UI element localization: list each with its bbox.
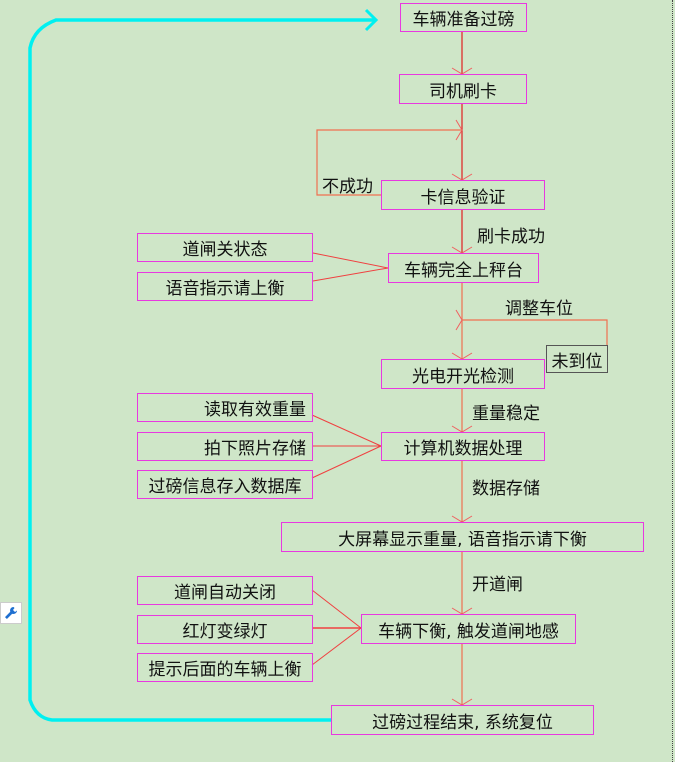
step-photoelectric-check: 光电开光检测 (381, 359, 545, 389)
step-vehicle-leave: 车辆下衡, 触发道闸地感 (361, 614, 576, 644)
step-driver-swipe-card: 司机刷卡 (399, 74, 527, 104)
label-fail: 不成功 (322, 177, 373, 197)
page-edge-divider (672, 0, 673, 762)
side-read-weight: 读取有效重量 (137, 393, 313, 422)
wrench-icon[interactable] (0, 602, 22, 624)
side-red-to-green: 红灯变绿灯 (137, 615, 313, 644)
adjust-loop (462, 319, 608, 345)
step-computer-processing: 计算机数据处理 (381, 432, 545, 461)
label-not-in-place: 未到位 (546, 345, 608, 373)
label-weight-stable: 重量稳定 (472, 404, 540, 424)
step-vehicle-on-scale: 车辆完全上秤台 (388, 253, 539, 283)
side-connectors (311, 252, 389, 666)
side-save-database: 过磅信息存入数据库 (137, 470, 313, 499)
side-gate-closed: 道闸关状态 (137, 233, 313, 262)
side-take-photo: 拍下照片存储 (137, 432, 313, 461)
step-card-verify: 卡信息验证 (381, 180, 545, 210)
side-voice-go-on: 语音指示请上衡 (137, 272, 313, 301)
label-open-gate: 开道闸 (472, 575, 523, 595)
label-data-store: 数据存储 (472, 479, 540, 499)
restart-arrowhead (364, 8, 379, 32)
fail-loop (316, 129, 462, 196)
label-adjust: 调整车位 (505, 299, 573, 319)
label-card-ok: 刷卡成功 (477, 227, 545, 247)
step-process-end: 过磅过程结束, 系统复位 (331, 705, 594, 735)
step-display-weight: 大屏幕显示重量, 语音指示请下衡 (281, 522, 644, 552)
restart-loop (28, 18, 375, 722)
step-prepare-weighing: 车辆准备过磅 (400, 3, 527, 32)
side-next-vehicle: 提示后面的车辆上衡 (137, 653, 313, 682)
side-gate-auto-close: 道闸自动关闭 (137, 576, 313, 605)
